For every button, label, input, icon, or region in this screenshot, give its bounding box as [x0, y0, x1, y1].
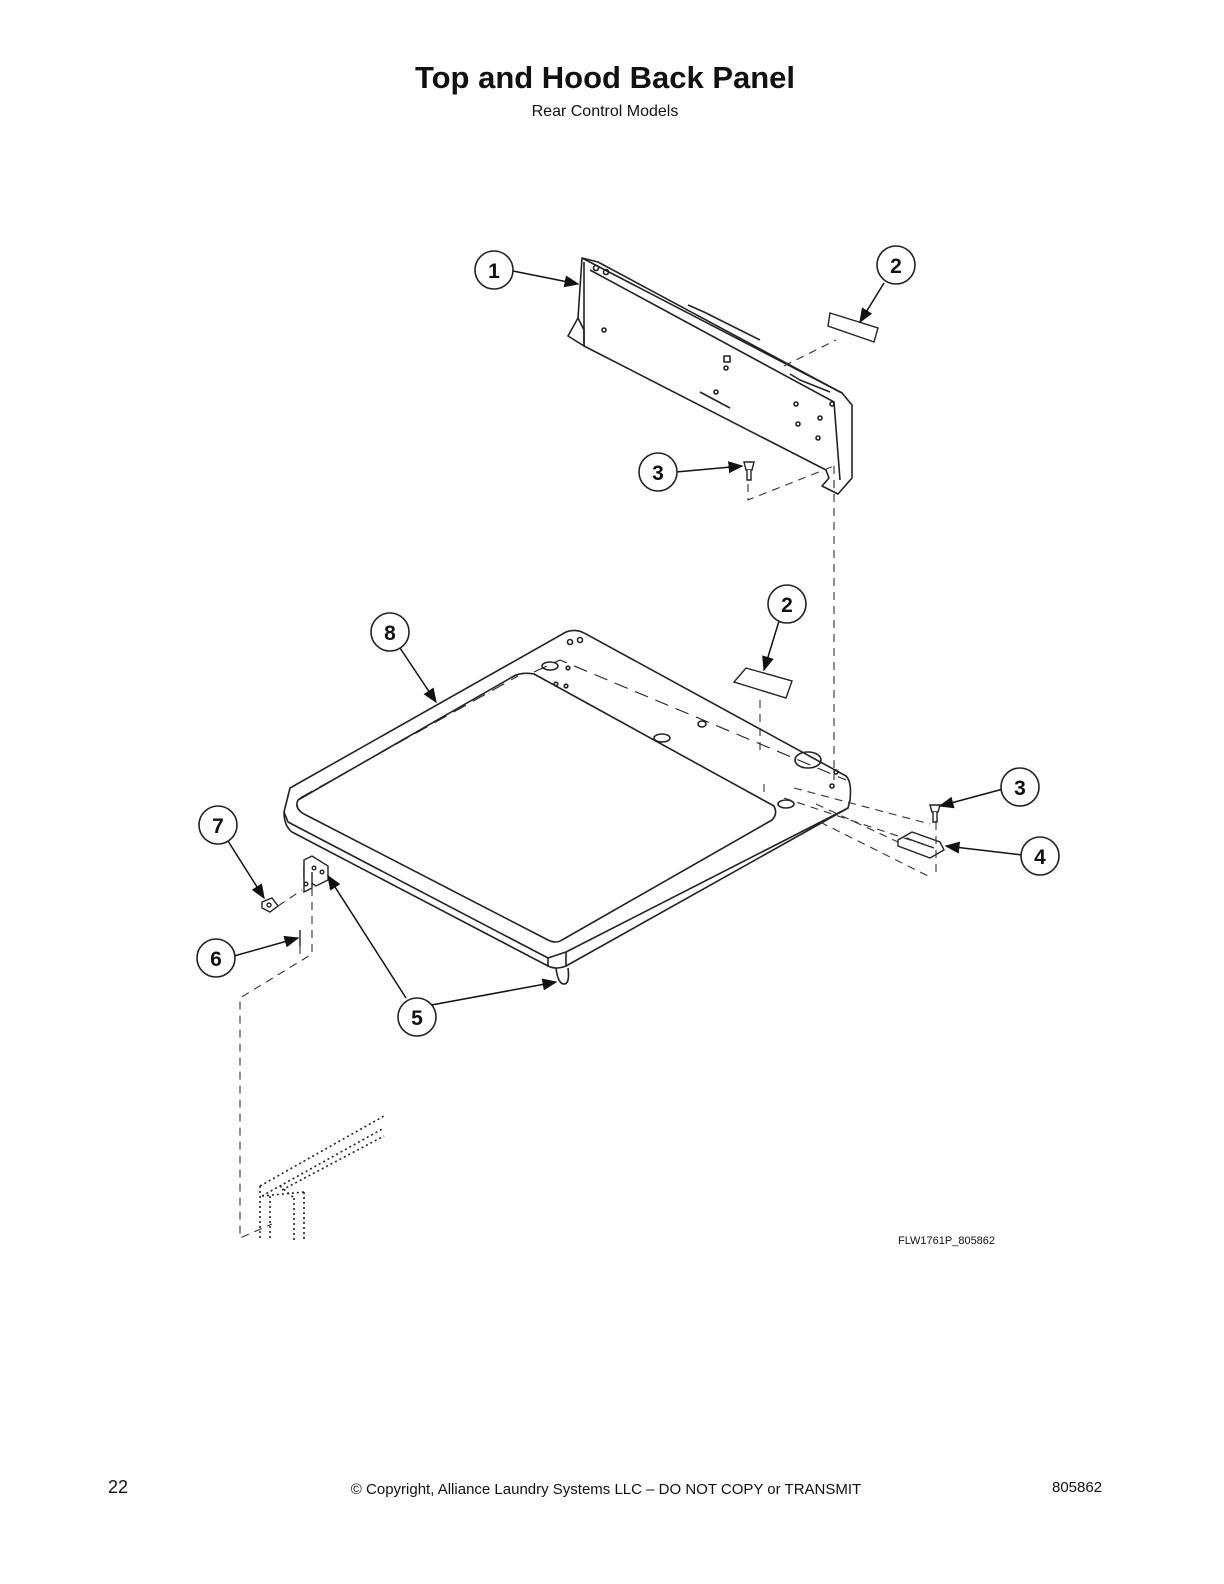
svg-text:4: 4 [1034, 846, 1046, 869]
svg-text:8: 8 [384, 622, 396, 645]
copyright-notice: © Copyright, Alliance Laundry Systems LL… [350, 1481, 862, 1498]
svg-text:7: 7 [212, 815, 224, 838]
callout-2-hood-label: 2 [876, 245, 916, 285]
svg-text:2: 2 [781, 594, 793, 617]
drawing-reference: FLW1761P_805862 [898, 1235, 996, 1247]
cabinet-corner [259, 1115, 385, 1240]
hood-label [827, 312, 879, 343]
top-label [732, 667, 793, 699]
callout-1: 1 [474, 250, 514, 290]
callout-7: 7 [198, 805, 238, 845]
callout-4: 4 [1020, 836, 1060, 876]
hinge-left [303, 855, 329, 894]
leader-arrows [227, 270, 1023, 1007]
svg-text:3: 3 [652, 462, 664, 485]
top-panel [283, 629, 852, 985]
page-title: Top and Hood Back Panel [414, 60, 796, 95]
bracket-screw [929, 804, 941, 823]
assembly-lines [239, 339, 937, 1239]
svg-text:3: 3 [1014, 777, 1026, 800]
hood-screw [743, 461, 755, 481]
svg-text:1: 1 [488, 260, 500, 283]
callout-3-bracket-screw: 3 [1000, 767, 1040, 807]
hood-back-panel [567, 257, 853, 495]
page-subtitle: Rear Control Models [531, 103, 679, 120]
callout-8: 8 [370, 612, 410, 652]
hinge-screw [261, 897, 279, 913]
hinge-bracket [897, 831, 945, 859]
document-number: 805862 [1052, 1479, 1103, 1496]
page-number: 22 [108, 1477, 129, 1497]
svg-text:2: 2 [890, 255, 902, 278]
callout-2-top-label: 2 [767, 584, 807, 624]
callout-6: 6 [196, 938, 236, 978]
svg-text:6: 6 [210, 948, 222, 971]
callout-3-hood-screw: 3 [638, 452, 678, 492]
callout-5: 5 [397, 997, 437, 1037]
svg-text:5: 5 [411, 1007, 423, 1030]
